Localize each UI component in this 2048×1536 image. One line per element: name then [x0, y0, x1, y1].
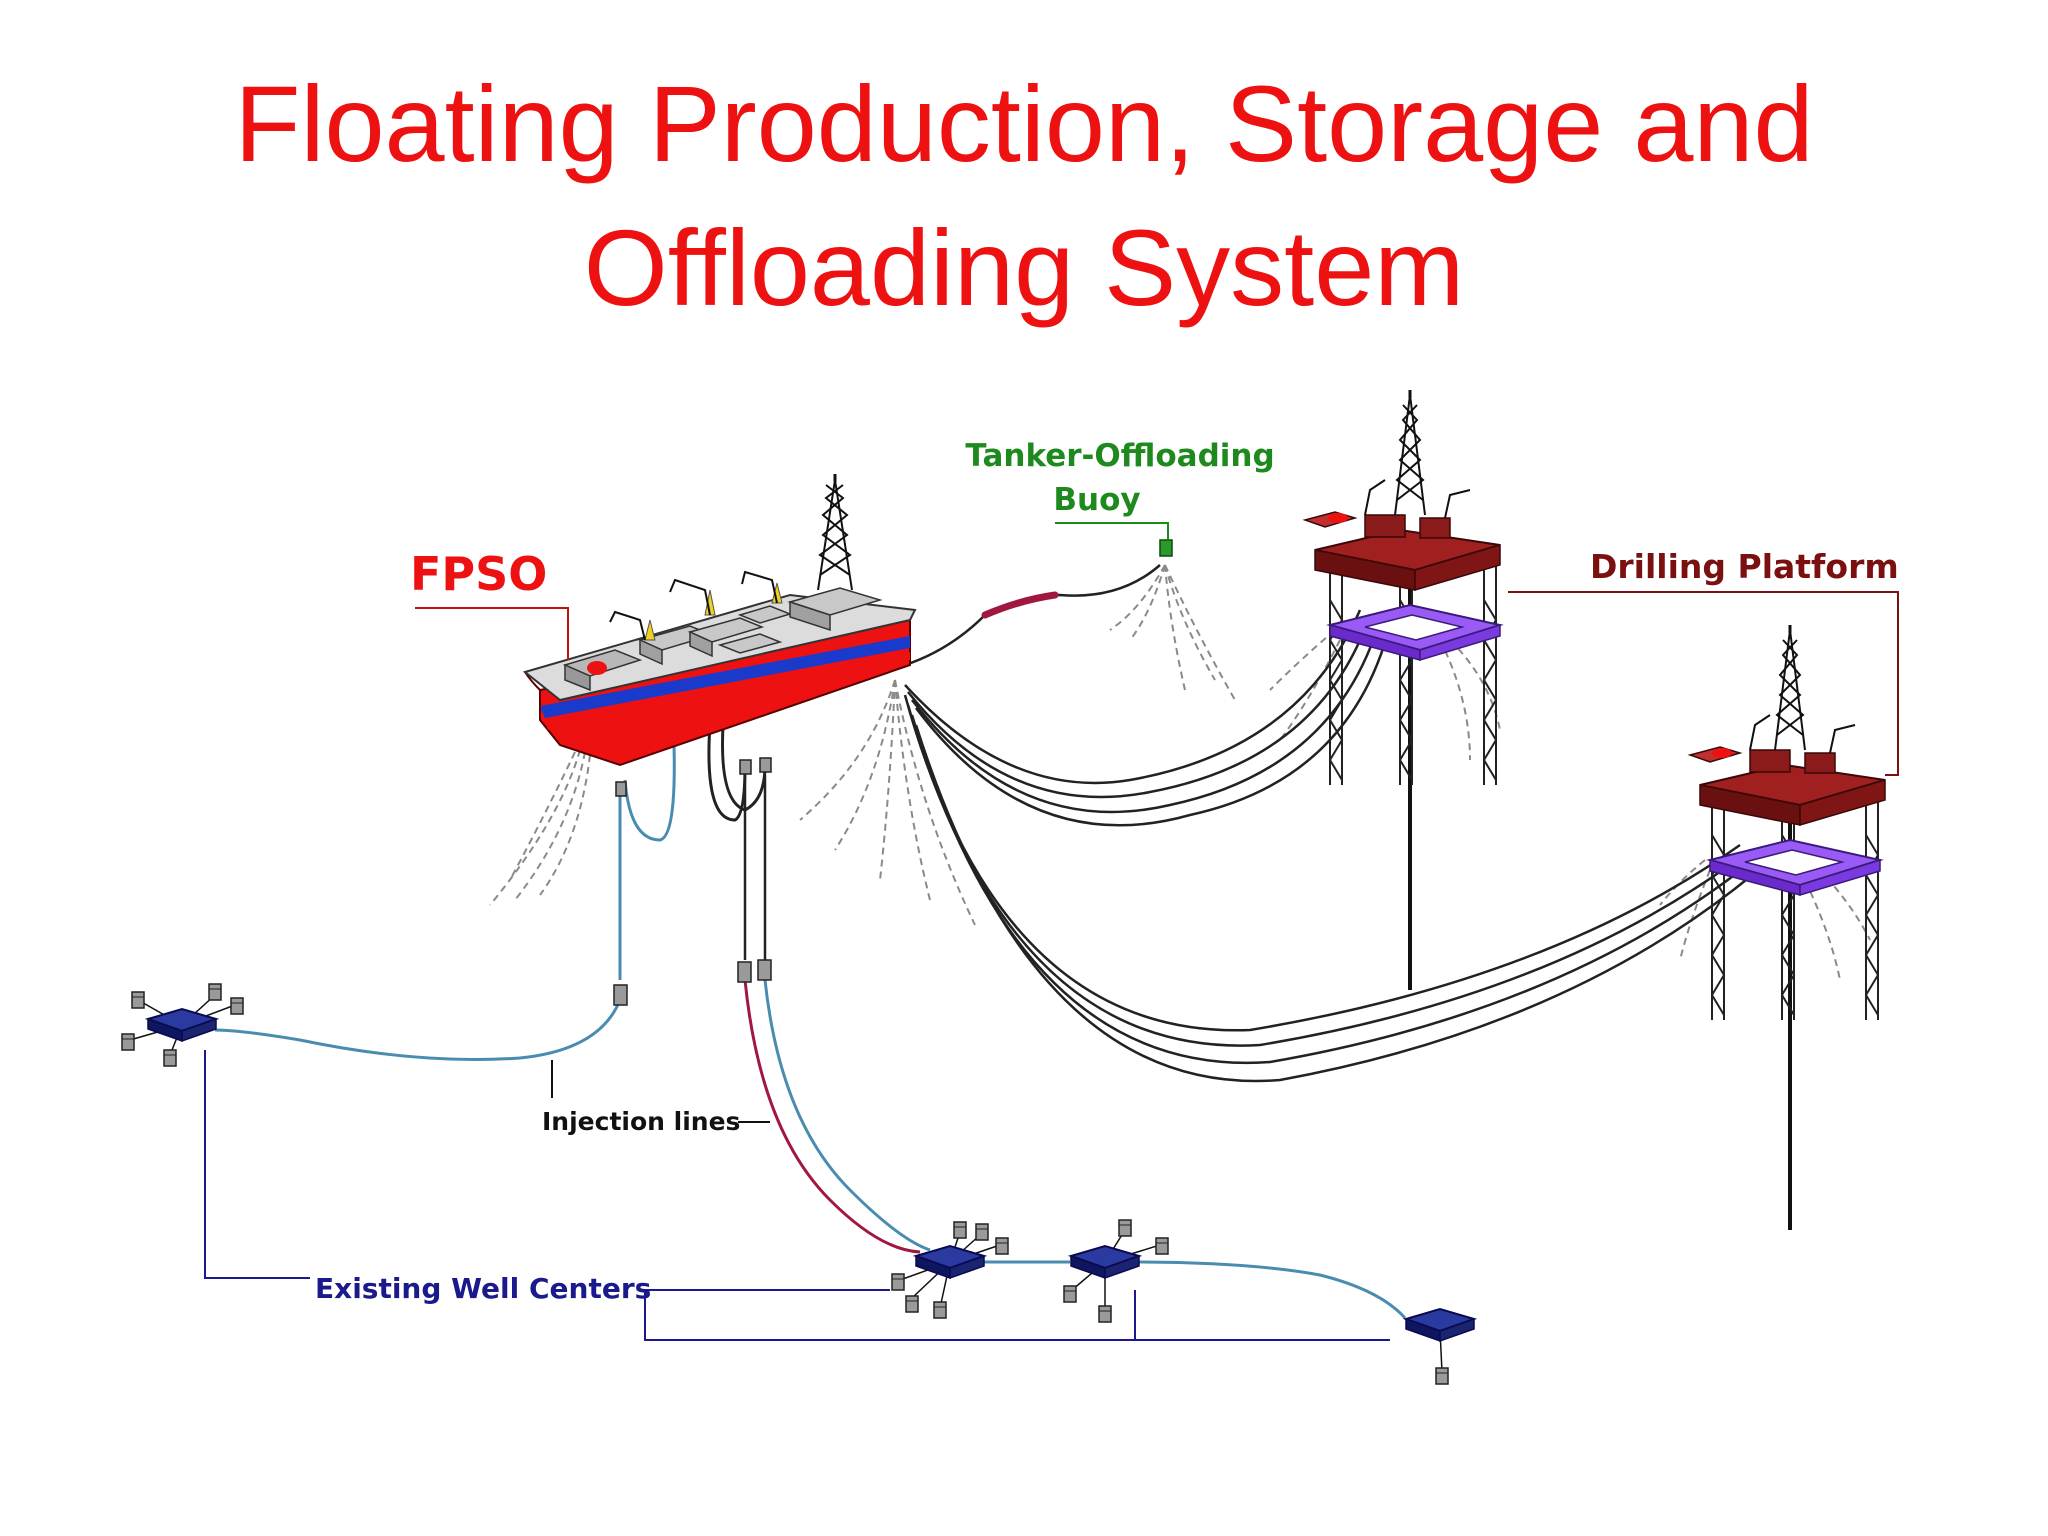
drilling-platform-1	[1302, 390, 1504, 990]
mooring-lines	[489, 564, 1871, 981]
callout-lines	[204, 522, 1899, 1341]
buoy-marker	[1159, 539, 1173, 557]
well-center-middle-2	[1063, 1219, 1169, 1323]
fpso-vessel	[522, 474, 917, 767]
flowlines-to-platforms	[903, 609, 1771, 1083]
drilling-platform-label: Drilling Platform	[1590, 547, 1899, 586]
well-center-middle-1	[891, 1221, 1009, 1319]
risers	[214, 699, 1407, 1319]
injection-lines-label: Injection lines	[542, 1107, 740, 1136]
buoy-hose	[904, 539, 1173, 667]
well-center-left	[121, 983, 244, 1067]
well-center-right	[1405, 1308, 1475, 1385]
riser-terminations	[613, 757, 772, 1006]
fpso-label: FPSO	[410, 547, 547, 601]
slide-title-line-2: Offloading System	[583, 207, 1465, 328]
existing-well-centers-label: Existing Well Centers	[315, 1272, 651, 1305]
buoy-label-line-2: Buoy	[1053, 482, 1140, 518]
drilling-platform-2	[1687, 625, 1886, 1230]
buoy-label-line-1: Tanker-Offloading	[965, 438, 1274, 474]
slide-title-line-1: Floating Production, Storage and	[234, 63, 1814, 184]
